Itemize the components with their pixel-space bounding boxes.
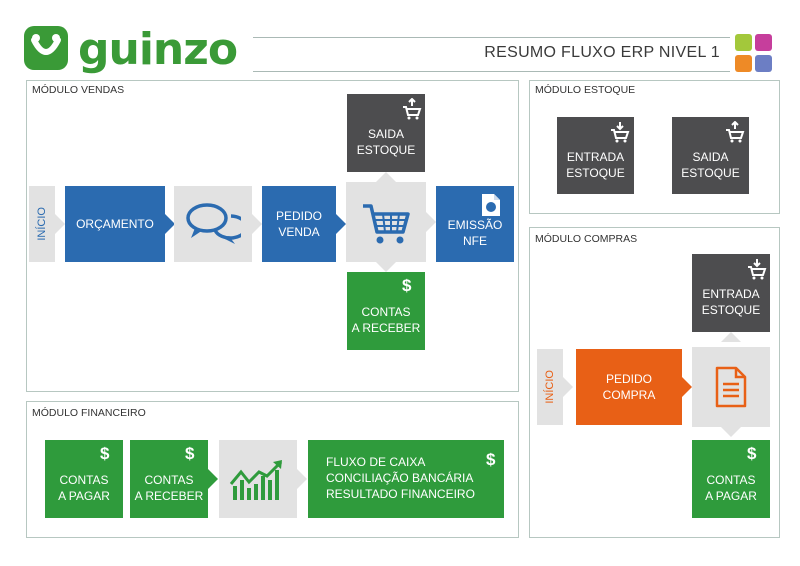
chat-box[interactable] <box>174 186 252 262</box>
arrow-right <box>165 214 175 234</box>
vendas-contas-label-1: CONTAS <box>361 305 411 319</box>
vendas-inicio: INÍCIO <box>29 186 55 262</box>
logo <box>22 22 227 78</box>
cart-down-icon <box>748 259 767 280</box>
fin-pagar-label-1: CONTAS <box>59 473 109 487</box>
arrow-right <box>563 377 573 397</box>
arrow-right <box>426 212 436 232</box>
chat-bubbles-icon <box>186 203 241 244</box>
dollar-icon: $ <box>747 444 757 463</box>
page-title: RESUMO FLUXO ERP NIVEL 1 <box>484 44 720 61</box>
estoque-entrada-label-1: ENTRADA <box>566 149 625 164</box>
pedido-venda-label-2: VENDA <box>278 225 320 239</box>
estoque-saida-label-1: SAIDA <box>692 149 729 164</box>
compras-contas-pagar-box[interactable]: $ CONTAS A PAGAR <box>692 440 770 518</box>
emissao-nfe-box[interactable]: EMISSÃO NFE <box>436 186 514 262</box>
vendas-saida-estoque-box[interactable]: SAIDA ESTOQUE <box>347 94 425 172</box>
pedido-compra-label-1: PEDIDO <box>605 372 652 386</box>
vendas-contas-label-2: A RECEBER <box>351 321 421 335</box>
panel-estoque-label: MÓDULO ESTOQUE <box>535 84 636 96</box>
compras-entrada-label-1: ENTRADA <box>702 287 760 301</box>
app-cube-icon <box>735 34 752 51</box>
arrow-right <box>336 214 346 234</box>
compras-contas-label-1: CONTAS <box>706 473 756 487</box>
dollar-icon: $ <box>185 444 195 463</box>
pedido-venda-label-1: PEDIDO <box>275 209 322 223</box>
cart-box[interactable] <box>346 182 426 262</box>
invoice-document-icon <box>482 194 500 216</box>
orcamento-box[interactable]: ORÇAMENTO <box>65 186 165 262</box>
pedido-compra-label-2: COMPRA <box>602 388 656 402</box>
vendas-saida-label-2: ESTOQUE <box>356 143 416 157</box>
compras-entrada-estoque-box[interactable]: ENTRADA ESTOQUE <box>692 254 770 332</box>
compras-contas-label-2: A PAGAR <box>705 489 757 503</box>
compras-inicio-label: INÍCIO <box>544 370 556 404</box>
arrow-down <box>376 262 396 272</box>
orcamento-label: ORÇAMENTO <box>76 217 154 231</box>
vendas-saida-label-1: SAIDA <box>367 127 404 141</box>
arrow-right <box>297 469 307 489</box>
arrow-up <box>721 332 741 342</box>
fin-receber-label-2: A RECEBER <box>134 489 204 503</box>
fin-chart-box[interactable] <box>219 440 297 518</box>
pedido-compra-box[interactable]: PEDIDO COMPRA <box>576 349 682 425</box>
panel-compras-label: MÓDULO COMPRAS <box>535 233 638 245</box>
title-divider-top <box>253 37 730 38</box>
arrow-right <box>252 214 262 234</box>
growth-chart-icon <box>229 460 283 500</box>
arrow-right <box>682 377 692 397</box>
emissao-label-1: EMISSÃO <box>447 218 503 232</box>
estoque-entrada-label-2: ESTOQUE <box>566 165 625 180</box>
estoque-saida-box[interactable]: SAIDA ESTOQUE <box>672 117 749 194</box>
pedido-venda-box[interactable]: PEDIDO VENDA <box>262 186 336 262</box>
app-cube-icon <box>755 55 772 72</box>
compras-inicio: INÍCIO <box>537 349 563 425</box>
arrow-down <box>721 427 741 437</box>
shopping-cart-icon <box>363 204 410 244</box>
arrow-right <box>208 469 218 489</box>
cart-down-icon <box>611 122 630 143</box>
cart-up-icon <box>726 121 745 143</box>
document-icon <box>715 366 747 408</box>
fin-contas-receber-box[interactable]: $ CONTAS A RECEBER <box>130 440 208 518</box>
app-cube-icon <box>735 55 752 72</box>
cart-up-icon <box>403 98 422 120</box>
emissao-label-2: NFE <box>463 234 487 248</box>
fin-contas-pagar-box[interactable]: $ CONTAS A PAGAR <box>45 440 123 518</box>
fin-pagar-label-2: A PAGAR <box>58 489 110 503</box>
estoque-entrada-box[interactable]: ENTRADA ESTOQUE <box>557 117 634 194</box>
panel-financeiro-label: MÓDULO FINANCEIRO <box>32 407 146 419</box>
conciliacao-label: CONCILIAÇÃO BANCÁRIA <box>326 471 474 485</box>
dollar-icon: $ <box>100 444 110 463</box>
arrow-up <box>376 172 396 182</box>
logo-mark-icon <box>24 26 68 70</box>
panel-vendas-label: MÓDULO VENDAS <box>32 84 125 96</box>
vendas-contas-receber-box[interactable]: $ CONTAS A RECEBER <box>347 272 425 350</box>
dollar-icon: $ <box>402 276 412 295</box>
fin-fluxo-caixa-box[interactable]: $ FLUXO DE CAIXA CONCILIAÇÃO BANCÁRIA RE… <box>308 440 504 518</box>
dollar-icon: $ <box>486 450 496 469</box>
compras-document-box[interactable] <box>692 347 770 427</box>
fluxo-caixa-label: FLUXO DE CAIXA <box>326 455 426 469</box>
arrow-right <box>55 214 65 234</box>
estoque-saida-label-2: ESTOQUE <box>681 165 740 180</box>
logo-text: guinzo <box>78 24 238 75</box>
compras-entrada-label-2: ESTOQUE <box>701 303 761 317</box>
resultado-label: RESULTADO FINANCEIRO <box>326 487 475 501</box>
fin-receber-label-1: CONTAS <box>144 473 194 487</box>
title-divider-bottom <box>253 71 730 72</box>
vendas-inicio-label: INÍCIO <box>36 207 48 241</box>
app-cube-icon <box>755 34 772 51</box>
